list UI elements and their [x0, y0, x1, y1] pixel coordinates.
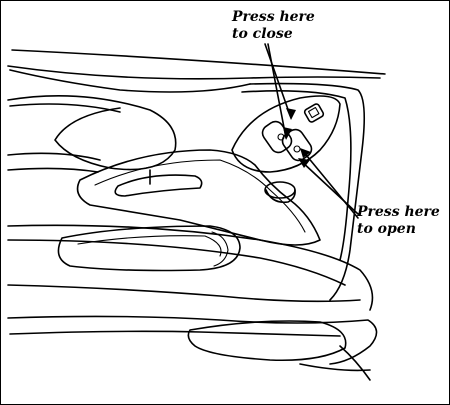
lower-pocket	[188, 321, 345, 360]
close-callout-line1: Press here	[232, 9, 315, 26]
door-lock-button-icon	[304, 103, 325, 123]
open-callout-line2: to open	[357, 221, 440, 238]
door-handle-icon	[115, 170, 201, 196]
window-switch-icon	[259, 118, 314, 163]
open-callout-line1: Press here	[357, 204, 440, 221]
map-pocket	[58, 226, 240, 271]
door-top-edge	[12, 50, 385, 74]
close-callout-arrows	[265, 44, 296, 140]
close-callout-line2: to close	[232, 26, 315, 43]
close-callout-label: Press here to close	[232, 9, 315, 43]
open-callout-label: Press here to open	[357, 204, 440, 238]
